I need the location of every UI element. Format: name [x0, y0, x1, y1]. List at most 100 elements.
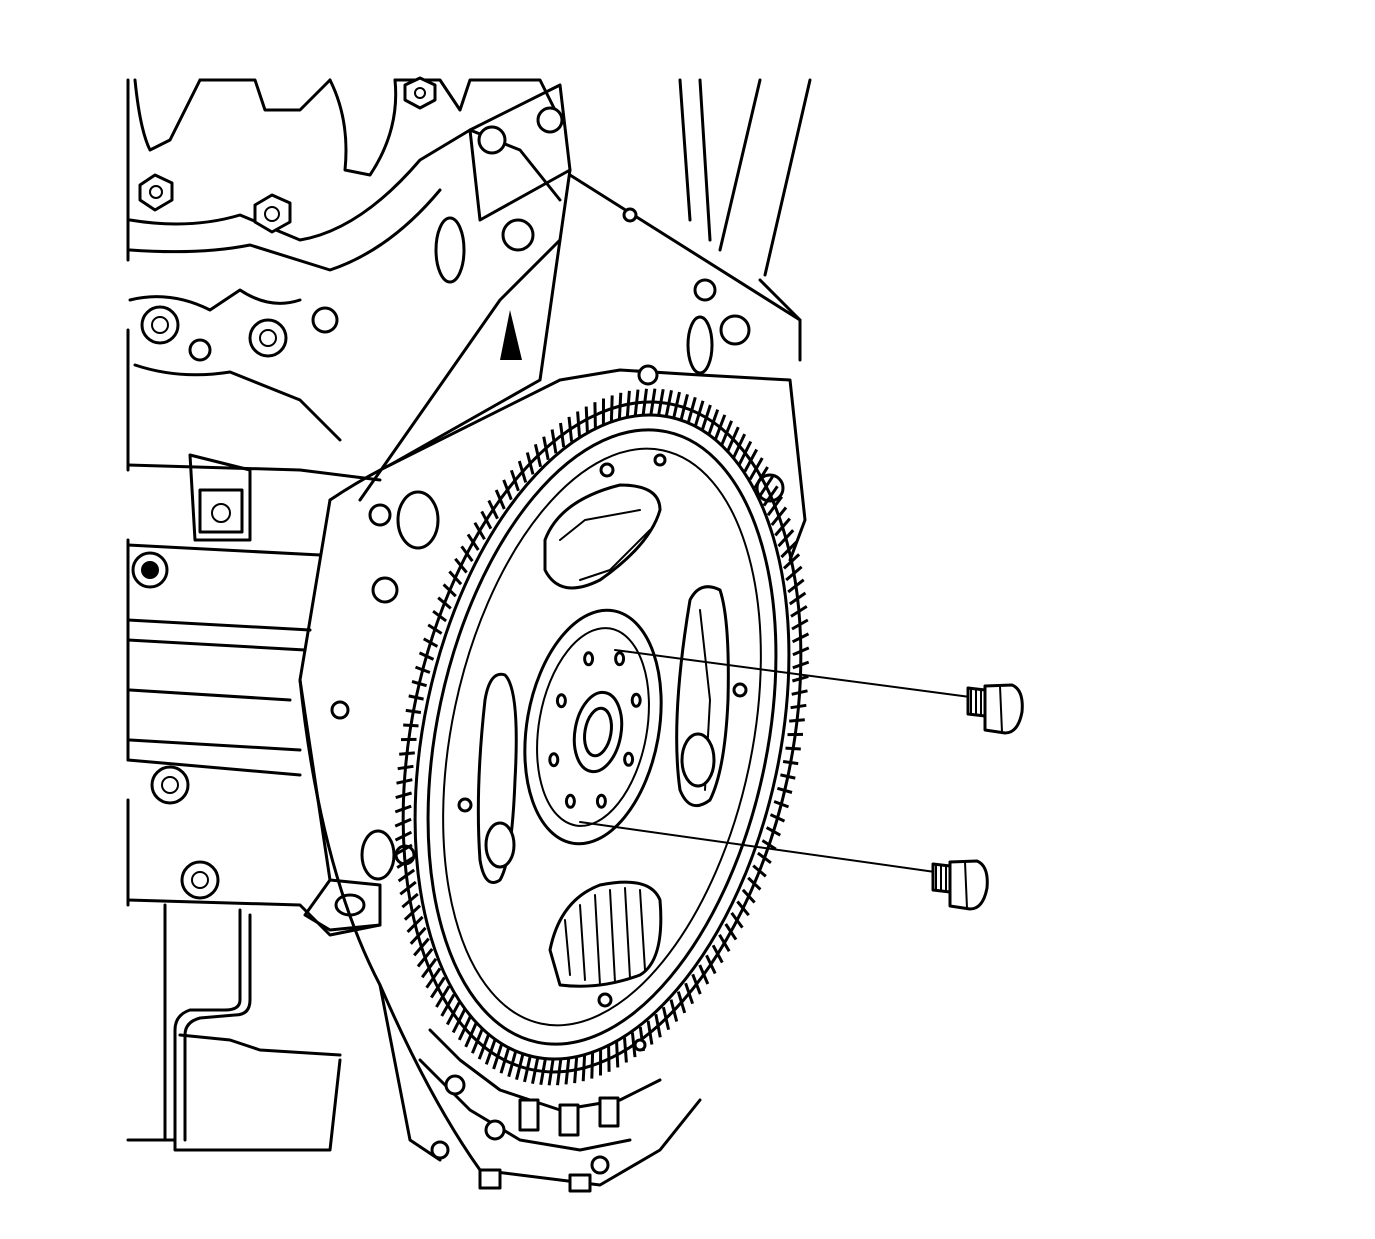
ring-gear-tooth [406, 915, 424, 933]
ring-gear-tooth [394, 830, 413, 842]
ring-gear-tooth [533, 443, 543, 468]
ring-gear-tooth [416, 947, 434, 968]
ring-gear-tooth [494, 489, 506, 510]
leader-line [579, 821, 936, 873]
ring-gear-tooth [466, 533, 480, 551]
ring-gear-tooth [457, 1015, 472, 1041]
ring-gear-tooth [517, 460, 528, 483]
head-bolt-icon [138, 173, 174, 212]
ring-gear-tooth [396, 778, 413, 785]
ring-gear-tooth [747, 876, 762, 891]
ring-gear-tooth [792, 646, 810, 657]
ring-gear-tooth [726, 426, 740, 452]
ring-gear-tooth [590, 1052, 595, 1079]
ring-gear-tooth [414, 665, 431, 674]
ring-gear-tooth [766, 495, 784, 517]
ring-gear-tooth [394, 817, 412, 828]
ring-gear-tooth [785, 746, 801, 751]
ring-gear-tooth [758, 475, 774, 498]
ring-gear-tooth [451, 1009, 466, 1034]
ring-gear-tooth [770, 506, 788, 527]
ring-gear-tooth [531, 1056, 540, 1084]
ring-gear-tooth [422, 637, 439, 648]
ring-gear-tooth [593, 402, 597, 429]
ring-gear-tooth [773, 800, 790, 809]
ring-gear-tooth [609, 395, 614, 422]
ring-gear-tooth [661, 1006, 671, 1031]
hub-bolt-hole [623, 751, 635, 767]
ring-gear-tooth [791, 689, 808, 696]
ring-gear-tooth [654, 1013, 662, 1038]
ring-gear-tooth [785, 565, 803, 582]
ring-gear-tooth [791, 674, 809, 683]
ring-gear-tooth [769, 813, 786, 823]
ring-gear-tooth [559, 422, 566, 448]
ring-gear-tooth [625, 390, 631, 418]
ring-gear-tooth [693, 400, 705, 428]
ring-gear-tooth [471, 1028, 484, 1054]
ring-gear-tooth [757, 851, 772, 865]
hub-bolt-hole [630, 692, 642, 708]
ring-gear-tooth [473, 521, 486, 540]
head-bolt-icon [403, 76, 437, 110]
ring-gear-tooth [445, 1001, 461, 1026]
ring-gear-tooth [738, 440, 753, 465]
ring-gear-tooth [515, 1052, 525, 1080]
ring-gear-tooth [780, 541, 798, 559]
ring-gear-tooth [718, 934, 731, 953]
ring-gear-tooth [435, 985, 451, 1008]
ring-gear-tooth [418, 651, 435, 661]
hub-bolt-hole [548, 752, 560, 768]
ring-gear-tooth [788, 591, 807, 606]
ring-gear-tooth [409, 926, 427, 945]
ring-gear-tooth [556, 1058, 563, 1086]
engine-block [126, 76, 562, 1152]
ring-gear-tooth [576, 411, 581, 437]
ring-gear-tooth [420, 957, 438, 979]
hub-bolt-hole [614, 651, 626, 667]
ring-gear-tooth [748, 457, 764, 481]
ring-gear-tooth [720, 420, 733, 446]
ring-gear-tooth [711, 944, 724, 964]
flywheel-bolts [579, 649, 1024, 911]
ring-gear-tooth [657, 388, 665, 417]
ring-gear-tooth [523, 1055, 532, 1083]
ring-gear-tooth [567, 416, 574, 442]
hub-bolt-hole [555, 693, 567, 709]
ring-gear-tooth [432, 609, 447, 623]
ring-gear-tooth [791, 618, 809, 631]
flywheel-bolt-icon [931, 859, 989, 911]
ring-gear-tooth [539, 1057, 547, 1086]
ring-gear-tooth [705, 954, 717, 975]
ring-gear-tooth [487, 499, 499, 520]
ring-gear-tooth [761, 839, 777, 851]
ring-gear-tooth [790, 605, 808, 618]
ring-gear-tooth [791, 632, 810, 644]
ring-gear-tooth [669, 999, 679, 1022]
ring-gear-tooth [405, 708, 422, 714]
ring-gear-tooth [502, 479, 513, 501]
ring-gear-tooth [454, 557, 468, 574]
ring-gear-tooth [484, 1038, 497, 1065]
ring-gear-tooth [679, 394, 689, 422]
ring-gear [394, 388, 810, 1086]
ring-gear-tooth [411, 680, 428, 688]
ring-gear-tooth [664, 390, 673, 418]
ring-gear-tooth [774, 517, 791, 537]
ring-gear-tooth [397, 868, 416, 883]
ring-gear-tooth [413, 937, 430, 957]
ring-gear-tooth [509, 469, 520, 492]
flywheel [394, 388, 810, 1086]
ring-gear-tooth [394, 804, 412, 814]
ring-gear-tooth [395, 791, 413, 800]
ring-gear-tooth [507, 1050, 518, 1078]
ring-gear-tooth [732, 433, 747, 459]
sensor-block [198, 488, 244, 534]
ring-gear-tooth [396, 856, 414, 869]
ring-gear-tooth [686, 396, 697, 424]
ring-gear-tooth [698, 964, 710, 985]
hub-bolt-hole [583, 651, 595, 667]
ring-gear-tooth [753, 466, 769, 489]
ring-gear-tooth [752, 864, 767, 878]
